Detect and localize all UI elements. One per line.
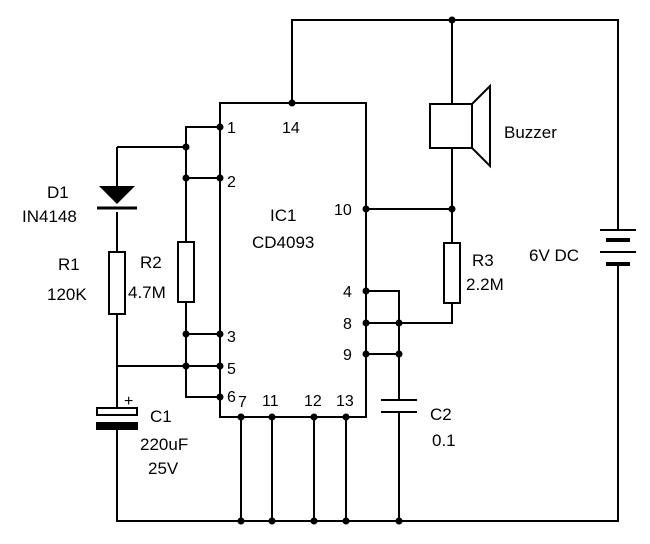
resistor-r1	[108, 251, 126, 315]
r2-ref-label: R2	[140, 253, 162, 272]
c1-polarity-mark: +	[124, 393, 133, 410]
c1-value-label: 220uF	[140, 435, 188, 454]
diode-d1	[97, 186, 137, 210]
buzzer-label: Buzzer	[504, 123, 557, 142]
r1-value-label: 120K	[47, 285, 87, 304]
pin-number: 8	[343, 316, 352, 333]
junction-dots	[182, 16, 456, 525]
pin-number: 3	[227, 329, 236, 346]
capacitor-c1	[96, 407, 138, 430]
ic-body	[219, 102, 367, 418]
ic-ref-label: IC1	[270, 206, 296, 225]
battery-label: 6V DC	[529, 246, 579, 265]
buzzer-icon	[429, 83, 491, 169]
c1-ref-label: C1	[150, 407, 172, 426]
ic-part-label: CD4093	[252, 233, 314, 252]
pin-number: 1	[227, 120, 236, 137]
c2-value-label: 0.1	[432, 431, 456, 450]
pin-number: 13	[336, 393, 354, 410]
pin-number: 9	[343, 347, 352, 364]
c2-ref-label: C2	[430, 405, 452, 424]
pin-number: 2	[227, 174, 236, 191]
resistor-r2	[177, 241, 195, 303]
pin-number: 11	[262, 393, 279, 410]
d1-ref-label: D1	[47, 183, 69, 202]
r3-value-label: 2.2M	[466, 275, 504, 294]
capacitor-c2	[381, 399, 417, 413]
r3-ref-label: R3	[472, 251, 494, 270]
pin-number: 4	[343, 284, 352, 301]
battery-icon	[600, 229, 636, 270]
pin-number: 5	[227, 361, 236, 378]
pin-number: 7	[238, 394, 247, 411]
pin-number: 12	[304, 393, 322, 410]
r2-value-label: 4.7M	[128, 283, 166, 302]
r1-ref-label: R1	[58, 255, 80, 274]
wires	[116, 19, 619, 522]
pin-number: 14	[282, 120, 300, 137]
d1-part-label: IN4148	[22, 207, 77, 226]
pin-number: 10	[334, 202, 352, 219]
c1-voltage-label: 25V	[148, 459, 179, 478]
pin-number: 6	[227, 389, 236, 406]
resistor-r3	[443, 242, 461, 304]
